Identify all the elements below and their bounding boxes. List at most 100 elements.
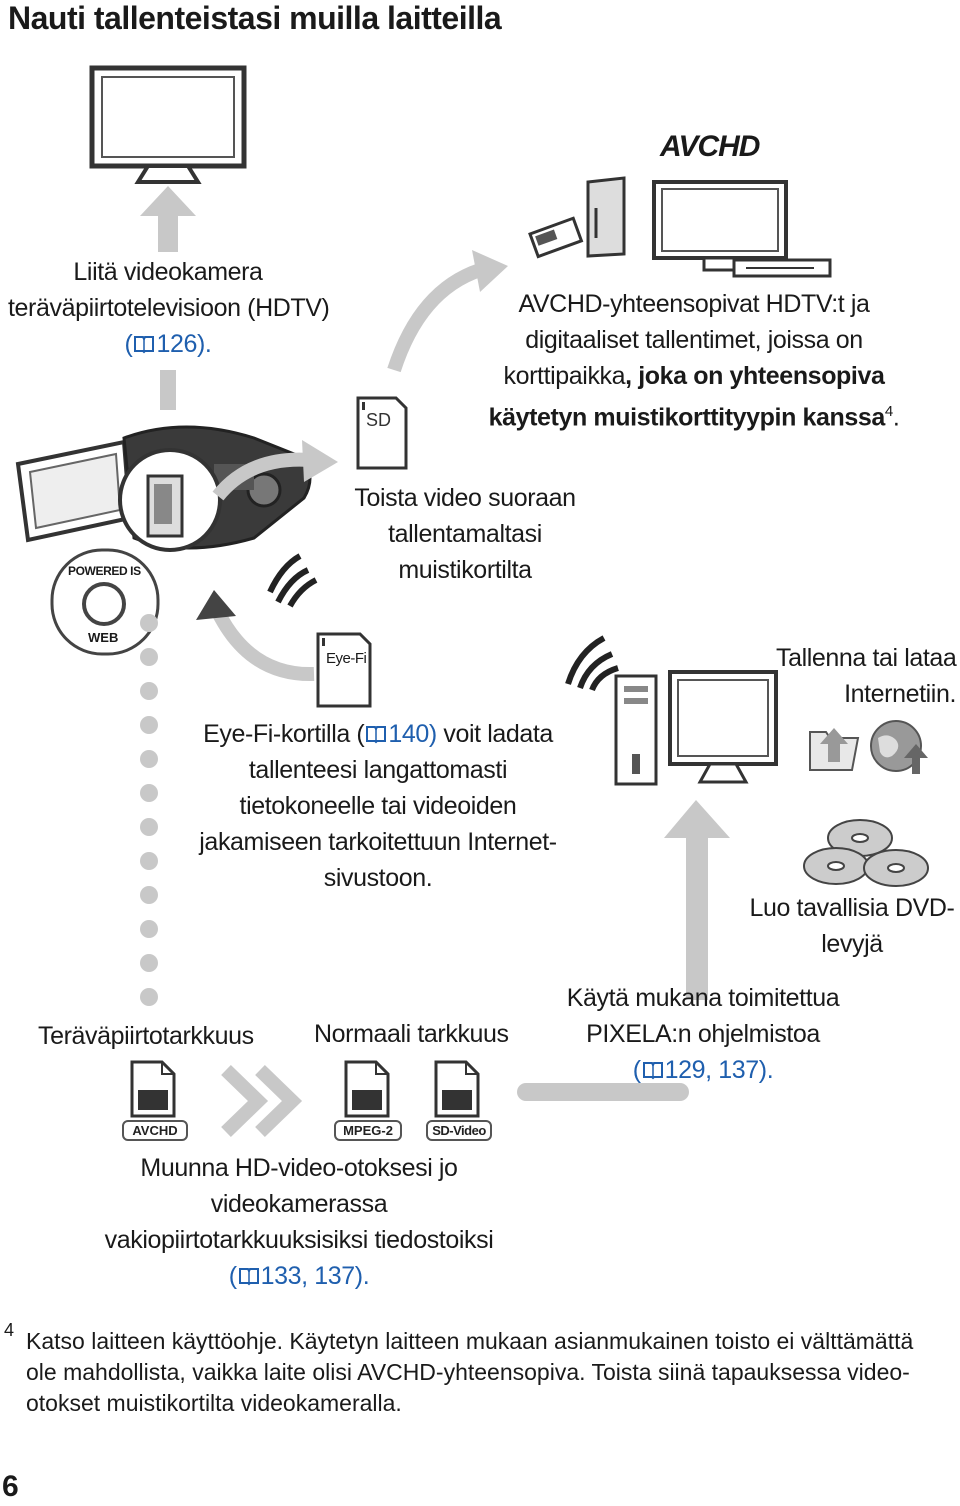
- avchd-line-4: käytetyn muistikorttityypin kanssa4.: [484, 394, 904, 435]
- mpeg2-file-icon: [344, 1060, 390, 1118]
- pixela-line-2: PIXELA:n ohjelmistoa: [586, 1020, 820, 1048]
- eyefi-line-4: jakamiseen tarkoitettuun Internet-: [199, 828, 557, 856]
- pixela-caption: Käytä mukana toimitettua PIXELA:n ohjelm…: [556, 980, 850, 1088]
- connector-dot: [140, 954, 158, 972]
- sd-card-label: SD: [366, 410, 392, 430]
- connector-dot: [140, 716, 158, 734]
- dvd-line-1: Luo tavallisia DVD-: [749, 894, 955, 922]
- footnote-text: Katso laitteen käyttöohje. Käytetyn lait…: [26, 1328, 914, 1416]
- convert-chevrons-icon: [221, 1064, 303, 1138]
- pixela-page-ref[interactable]: (129, 137).: [556, 1052, 850, 1088]
- eyefi-card-label: Eye-Fi: [326, 650, 367, 667]
- hdtv-line-2: teräväpiirtotelevisioon (HDTV): [8, 294, 330, 322]
- internet-line-2: Internetiin.: [844, 680, 956, 708]
- internet-caption: Tallenna tai lataa Internetiin.: [776, 640, 957, 712]
- pixela-arrow: [517, 800, 730, 1101]
- connector-dot: [140, 920, 158, 938]
- eyefi-card-icon: [316, 632, 372, 708]
- connector-dot: [140, 818, 158, 836]
- connector-dot: [140, 750, 158, 768]
- eyefi-line-1b: voit ladata: [436, 720, 553, 748]
- dvd-caption: Luo tavallisia DVD- levyjä: [744, 890, 960, 962]
- hdtv-caption: Liitä videokamera teräväpiirtotelevisioo…: [8, 254, 330, 362]
- avchd-line-3b: , joka on yhteensopiva: [625, 362, 885, 390]
- eyefi-line-1a: Eye-Fi-kortilla (: [203, 720, 365, 748]
- eyefi-page-ref[interactable]: 140): [388, 720, 437, 748]
- book-icon: [134, 336, 155, 354]
- dvd-discs-icon: [803, 819, 929, 887]
- convert-caption: Muunna HD-video-otoksesi jo videokameras…: [96, 1150, 502, 1294]
- eyefi-line-1: Eye-Fi-kortilla ( 140) voit ladata: [186, 716, 570, 752]
- avchd-line-1: AVCHD-yhteensopivat HDTV:t ja: [518, 290, 870, 318]
- ref-pages: 133, 137).: [260, 1262, 370, 1290]
- avchd-line-3a: korttipaikka: [503, 362, 626, 390]
- eyefi-line-5: sivustoon.: [323, 864, 433, 892]
- page-title: Nauti tallenteistasi muilla laitteilla: [8, 0, 502, 36]
- convert-line-1: Muunna HD-video-otoksesi jo: [140, 1154, 458, 1182]
- avchd-file-icon: [130, 1060, 176, 1118]
- footnote-ref[interactable]: 4: [884, 403, 893, 420]
- wifi-waves-icon: [565, 635, 619, 692]
- badge-bottom-text: WEB: [88, 630, 119, 645]
- book-icon: [238, 1268, 259, 1286]
- wifi-waves-icon: [267, 553, 318, 608]
- eyefi-arrow: [196, 590, 315, 682]
- avchd-badge: AVCHD: [122, 1120, 188, 1141]
- ref-open: (: [124, 330, 133, 358]
- camera-to-sd-arrow: [212, 440, 338, 501]
- connector-dot: [140, 988, 158, 1006]
- sd-caption: Toista video suoraan tallentamaltasi mui…: [348, 480, 582, 588]
- ref-open: (: [228, 1262, 237, 1290]
- hd-quality-label: Teräväpiirtotarkkuus: [38, 1022, 254, 1050]
- globe-icon: [870, 720, 928, 774]
- ref-open: (: [632, 1056, 641, 1084]
- dvd-line-2: levyjä: [821, 930, 883, 958]
- sd-line-3: muistikortilta: [398, 556, 532, 584]
- avchd-line-2: digitaaliset tallentimet, joissa on: [525, 326, 863, 354]
- convert-line-2: videokamerassa: [210, 1190, 388, 1218]
- connector-line: [160, 370, 176, 410]
- camcorder-icon: [15, 425, 312, 552]
- up-arrow-icon: [140, 186, 196, 252]
- avchd-line-3: korttipaikka, joka on yhteensopiva: [484, 358, 904, 394]
- hdtv-page-ref[interactable]: (126).: [8, 326, 328, 362]
- convert-page-ref[interactable]: (133, 137).: [96, 1258, 502, 1294]
- eyefi-line-3: tietokoneelle tai videoiden: [239, 792, 517, 820]
- connector-dot: [140, 886, 158, 904]
- eyefi-line-2: tallenteesi langattomasti: [248, 756, 508, 784]
- sdvideo-file-icon: [434, 1060, 480, 1118]
- pixela-line-1: Käytä mukana toimitettua: [566, 984, 840, 1012]
- computer-icon: [614, 670, 778, 786]
- connector-dot: [140, 682, 158, 700]
- connector-dot: [140, 614, 158, 632]
- folder-upload-icon: [809, 728, 860, 771]
- avchd-logo: AVCHD: [660, 130, 760, 163]
- mpeg2-badge: MPEG-2: [334, 1120, 402, 1141]
- connector-dot: [140, 784, 158, 802]
- powered-is-badge: [50, 548, 160, 656]
- hdtv-tv-icon: [89, 65, 247, 184]
- recorder-tv-icon: [528, 176, 832, 278]
- sd-card-icon: [356, 396, 408, 470]
- convert-line-3: vakiopiirtotarkkuuksisiksi tiedostoiksi: [104, 1226, 494, 1254]
- book-icon: [366, 726, 387, 744]
- ref-pages: 126).: [156, 330, 212, 358]
- sd-line-2: tallentamaltasi: [388, 520, 542, 548]
- sd-line-1: Toista video suoraan: [354, 484, 576, 512]
- connector-dot: [140, 852, 158, 870]
- eyefi-caption: Eye-Fi-kortilla ( 140) voit ladata tallen…: [186, 716, 570, 896]
- sdvideo-badge: SD-Video: [426, 1120, 492, 1141]
- ref-pages: 129, 137).: [664, 1056, 774, 1084]
- internet-line-1: Tallenna tai lataa: [776, 644, 957, 672]
- curved-arrow-icon: [387, 250, 508, 373]
- avchd-line-4-text: käytetyn muistikorttityypin kanssa: [488, 403, 886, 432]
- book-icon: [642, 1062, 663, 1080]
- avchd-line-4-end: .: [892, 403, 900, 432]
- page-number: 6: [2, 1470, 19, 1503]
- connector-dot: [140, 648, 158, 666]
- hdtv-line-1: Liitä videokamera: [73, 258, 263, 286]
- avchd-caption: AVCHD-yhteensopivat HDTV:t ja digitaalis…: [484, 286, 904, 435]
- footnote-mark: 4: [4, 1320, 15, 1340]
- badge-top-text: POWERED IS: [68, 564, 141, 578]
- sd-quality-label: Normaali tarkkuus: [314, 1020, 509, 1048]
